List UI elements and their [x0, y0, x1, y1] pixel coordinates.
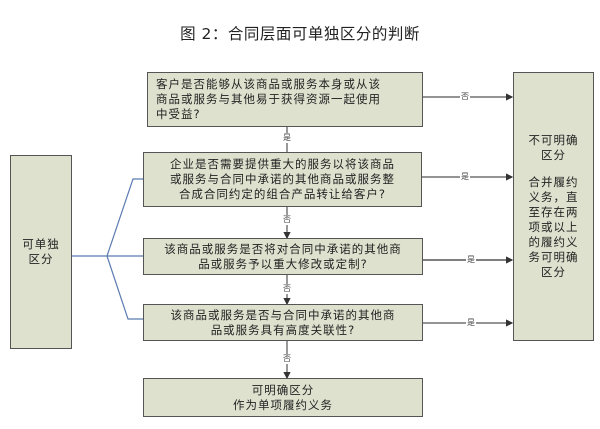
edge-label-q3-no: 否 [282, 284, 292, 294]
text-line: 该商品或服务是否与合同中承诺的其他商 [170, 307, 396, 322]
edge-label-q4-yes: 是 [466, 318, 476, 328]
text-line: 区分 [541, 265, 566, 279]
text-line: 不可明确 [528, 133, 579, 147]
capable-of-being-distinct-box: 可单独 区分 [10, 155, 72, 349]
text-line: 的履约义 [528, 235, 579, 249]
edge-label-q1-no: 否 [460, 92, 470, 102]
text-line: 商品或服务与其他易于获得资源一起使用 [156, 92, 381, 106]
text-line: 项或以上 [528, 220, 579, 234]
text-line: 义务，直 [528, 190, 579, 204]
right-box-body: 合并履约 义务，直 至存在两 项或以上 的履约义 务可明确 区分 [529, 175, 579, 280]
question-box-benefit: 客户是否能够从该商品或服务本身或从该 商品或服务与其他易于获得资源一起使用 中受… [147, 72, 423, 127]
question-box-interdependence: 该商品或服务是否与合同中承诺的其他商 品或服务具有高度关联性? [143, 304, 423, 341]
result-box-distinct: 可明确区分 作为单项履约义务 [143, 378, 423, 417]
edge-label-q2-no: 否 [282, 215, 292, 225]
edge-label-q2-yes: 是 [460, 172, 470, 182]
text-line: 企业是否需要提供重大的服务以将该商品 [170, 157, 395, 171]
text-line: 品或服务具有高度关联性? [210, 322, 356, 337]
question-box-integration: 企业是否需要提供重大的服务以将该商品 或服务与合同中承诺的其他商品或服务整 合成… [143, 152, 422, 207]
text-line: 区分 [28, 252, 54, 266]
text-line: 可单独 [22, 237, 60, 251]
bracket-connector [72, 178, 143, 320]
edge-label-q3-yes: 是 [466, 255, 476, 265]
text-line: 作为单项履约义务 [233, 397, 333, 412]
figure-title: 图 2：合同层面可单独区分的判断 [180, 25, 420, 43]
text-line: 中受益? [156, 107, 201, 121]
text-line: 务可明确 [528, 250, 579, 264]
text-line: 或服务与合同中承诺的其他商品或服务整 [170, 172, 395, 186]
right-box-heading: 不可明确 区分 [529, 133, 579, 163]
edge-label-q1-yes: 是 [282, 133, 292, 143]
text-line: 合成合同约定的组合产品转让给客户? [178, 187, 387, 201]
text-line: 合并履约 [528, 175, 579, 189]
text-line: 该商品或服务是否将对合同中承诺的其他商 [164, 241, 402, 256]
text-line: 区分 [541, 148, 566, 162]
text-line: 品或服务予以重大修改或定制? [198, 256, 368, 271]
text-line: 客户是否能够从该商品或服务本身或从该 [156, 77, 381, 91]
question-box-modification: 该商品或服务是否将对合同中承诺的其他商 品或服务予以重大修改或定制? [143, 238, 423, 275]
text-line: 可明确区分 [251, 382, 315, 397]
edge-label-q4-no: 否 [282, 354, 292, 364]
result-box-not-distinct: 不可明确 区分 合并履约 义务，直 至存在两 项或以上 的履约义 务可明确 区分 [513, 72, 594, 341]
text-line: 至存在两 [528, 205, 579, 219]
